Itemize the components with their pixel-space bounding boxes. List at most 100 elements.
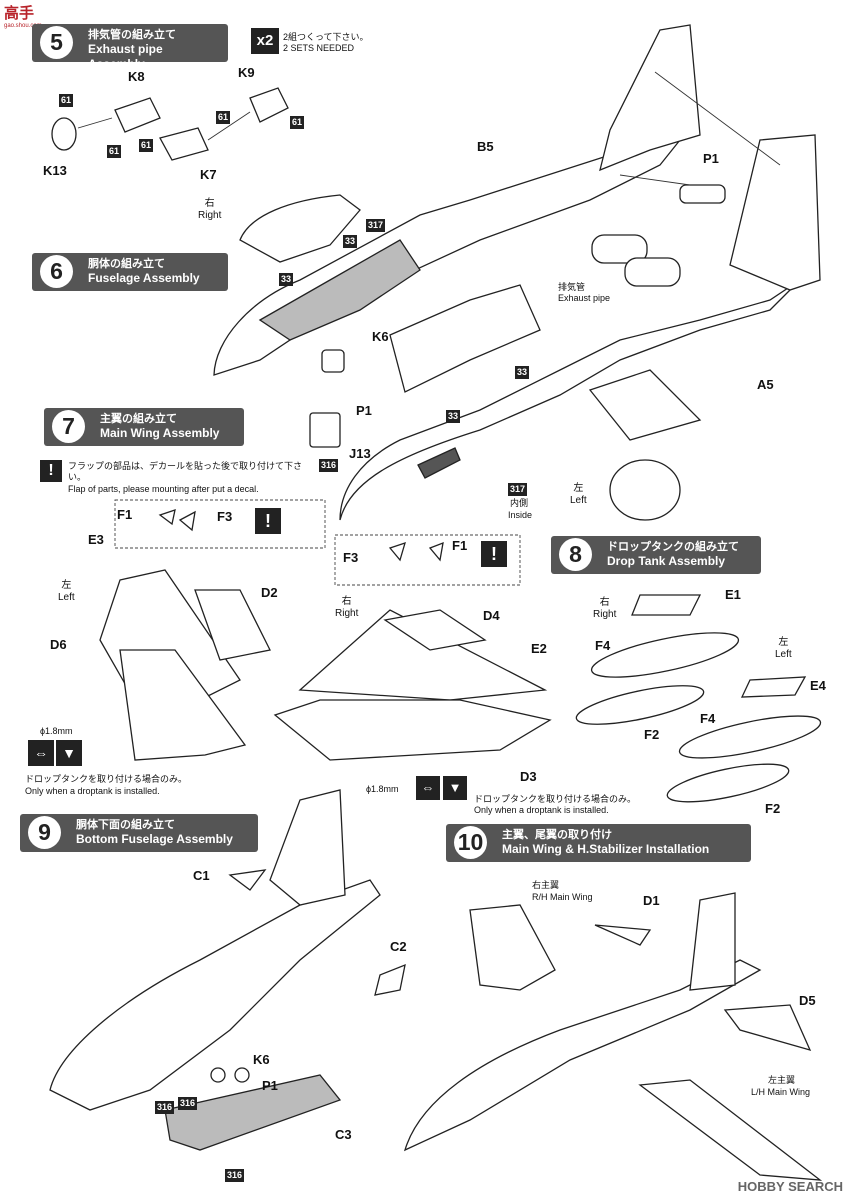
inside-label-jp: 内側 — [510, 498, 529, 508]
label-d6: D6 — [50, 637, 67, 652]
label-a5: A5 — [757, 377, 774, 392]
x2-note-en: 2 SETS NEEDED — [283, 43, 355, 53]
step-title-en: Bottom Fuselage Assembly — [76, 832, 233, 846]
drill-hole-icon: ▼ — [443, 776, 467, 800]
drill-hole-icon: ▼ — [56, 740, 82, 766]
step-5-header: 5 排気管の組み立て Exhaust pipe Assembly — [32, 24, 228, 71]
watermark: HOBBY SEARCH — [737, 1179, 843, 1194]
part-c2 — [374, 963, 406, 996]
step-title-jp: 主翼の組み立て — [100, 413, 177, 425]
label-p1-right: P1 — [703, 151, 719, 166]
step-title-en: Drop Tank Assembly — [607, 554, 726, 568]
part-k7 — [159, 127, 209, 161]
pylon-e4 — [740, 676, 807, 698]
step-6-header: 6 胴体の組み立て Fuselage Assembly — [32, 253, 228, 291]
step-title-en: Fuselage Assembly — [88, 271, 200, 285]
dir-en: Left — [570, 495, 587, 506]
tag-61: 61 — [216, 111, 231, 124]
tail-fin-b5 — [599, 24, 701, 172]
wing-rh-main — [469, 904, 556, 991]
drill-size-left: ϕ1.8mm — [40, 726, 73, 736]
tag-61: 61 — [290, 116, 305, 129]
rh-wing-jp: 右主翼 — [532, 880, 560, 890]
label-e1: E1 — [725, 587, 741, 602]
tag-33: 33 — [446, 410, 461, 423]
step-9-header: 9 胴体下面の組み立て Bottom Fuselage Assembly — [20, 814, 258, 852]
tail-fin-a5 — [729, 134, 821, 291]
tag-317: 317 — [366, 219, 386, 232]
label-d3: D3 — [520, 769, 537, 784]
dir-jp: 左 — [778, 637, 789, 648]
label-k13: K13 — [43, 163, 67, 178]
label-f1-right: F1 — [452, 538, 468, 553]
label-b5: B5 — [477, 139, 494, 154]
label-f2-right: F2 — [644, 727, 660, 742]
tag-33: 33 — [515, 366, 530, 379]
part-k9 — [249, 87, 289, 123]
arrow-icon: ⇔ — [28, 740, 54, 766]
tank-f2-left — [666, 763, 790, 803]
label-k7: K7 — [200, 167, 217, 182]
step-number: 7 — [52, 410, 85, 443]
site-logo: 高手 — [4, 5, 35, 22]
tank-f4-right — [590, 632, 740, 678]
flap-d4 — [383, 609, 487, 651]
tag-317: 317 — [508, 483, 528, 496]
label-p1: P1 — [356, 403, 372, 418]
step-title-jp: 胴体の組み立て — [88, 258, 165, 270]
drill-note-en-right: Only when a droptank is installed. — [474, 805, 609, 815]
exhaust-label-jp: 排気管 — [558, 282, 586, 292]
flap-f1-left — [158, 509, 176, 526]
part-c3 — [164, 1074, 342, 1151]
part-k13 — [51, 117, 77, 151]
exhaust-pipe-1 — [591, 234, 648, 264]
dir-jp: 右 — [599, 597, 610, 608]
drill-note-jp-left: ドロップタンクを取り付ける場合のみ。 — [25, 774, 188, 784]
label-f2-left: F2 — [765, 801, 781, 816]
x2-badge: x2 — [251, 28, 279, 54]
fuselage-final — [403, 959, 762, 1152]
tag-316: 316 — [225, 1169, 245, 1182]
exhaust-label-en: Exhaust pipe — [558, 293, 611, 303]
exclamation-icon: ! — [481, 541, 507, 567]
label-e3: E3 — [88, 532, 104, 547]
part-k8 — [114, 97, 161, 133]
wing-d6 — [119, 649, 247, 761]
lh-wing-jp: 左主翼 — [768, 1075, 796, 1085]
dir-en: Left — [58, 592, 75, 603]
fuselage-bottom — [49, 879, 381, 1111]
arrow-icon: ⇔ — [416, 776, 440, 800]
step-number: 8 — [559, 538, 592, 571]
step-title-jp: 胴体下面の組み立て — [76, 819, 175, 831]
label-k6-bottom: K6 — [253, 1052, 270, 1067]
x2-note-jp: 2組つくって下さい。 — [283, 32, 369, 42]
stab-d1 — [594, 924, 652, 946]
lh-wing-en: L/H Main Wing — [751, 1087, 811, 1097]
label-k6: K6 — [372, 329, 389, 344]
dir-jp: 右 — [341, 596, 352, 607]
part-k6-a — [210, 1067, 226, 1083]
label-f3-left: F3 — [217, 509, 233, 524]
fuselage-b5 — [213, 138, 682, 376]
intake-left — [609, 459, 681, 521]
label-e4: E4 — [810, 678, 826, 693]
flap-f3-left — [178, 510, 196, 532]
step-number: 6 — [40, 255, 73, 288]
step-title-en: Main Wing Assembly — [100, 426, 220, 440]
stab-d5 — [723, 1004, 812, 1052]
tag-316: 316 — [155, 1101, 175, 1114]
step-title-jp: 排気管の組み立て — [88, 29, 176, 41]
pylon-e1 — [631, 594, 702, 616]
label-c3: C3 — [335, 1127, 352, 1142]
rh-wing-en: R/H Main Wing — [532, 892, 593, 902]
label-k8: K8 — [128, 69, 145, 84]
step-10-header: 10 主翼、尾翼の取り付け Main Wing & H.Stabilizer I… — [446, 824, 751, 862]
label-f1-left: F1 — [117, 507, 133, 522]
label-d4: D4 — [483, 608, 500, 623]
tail-fin-bottom — [269, 789, 346, 906]
canopy-a5 — [417, 447, 461, 479]
label-d5: D5 — [799, 993, 816, 1008]
